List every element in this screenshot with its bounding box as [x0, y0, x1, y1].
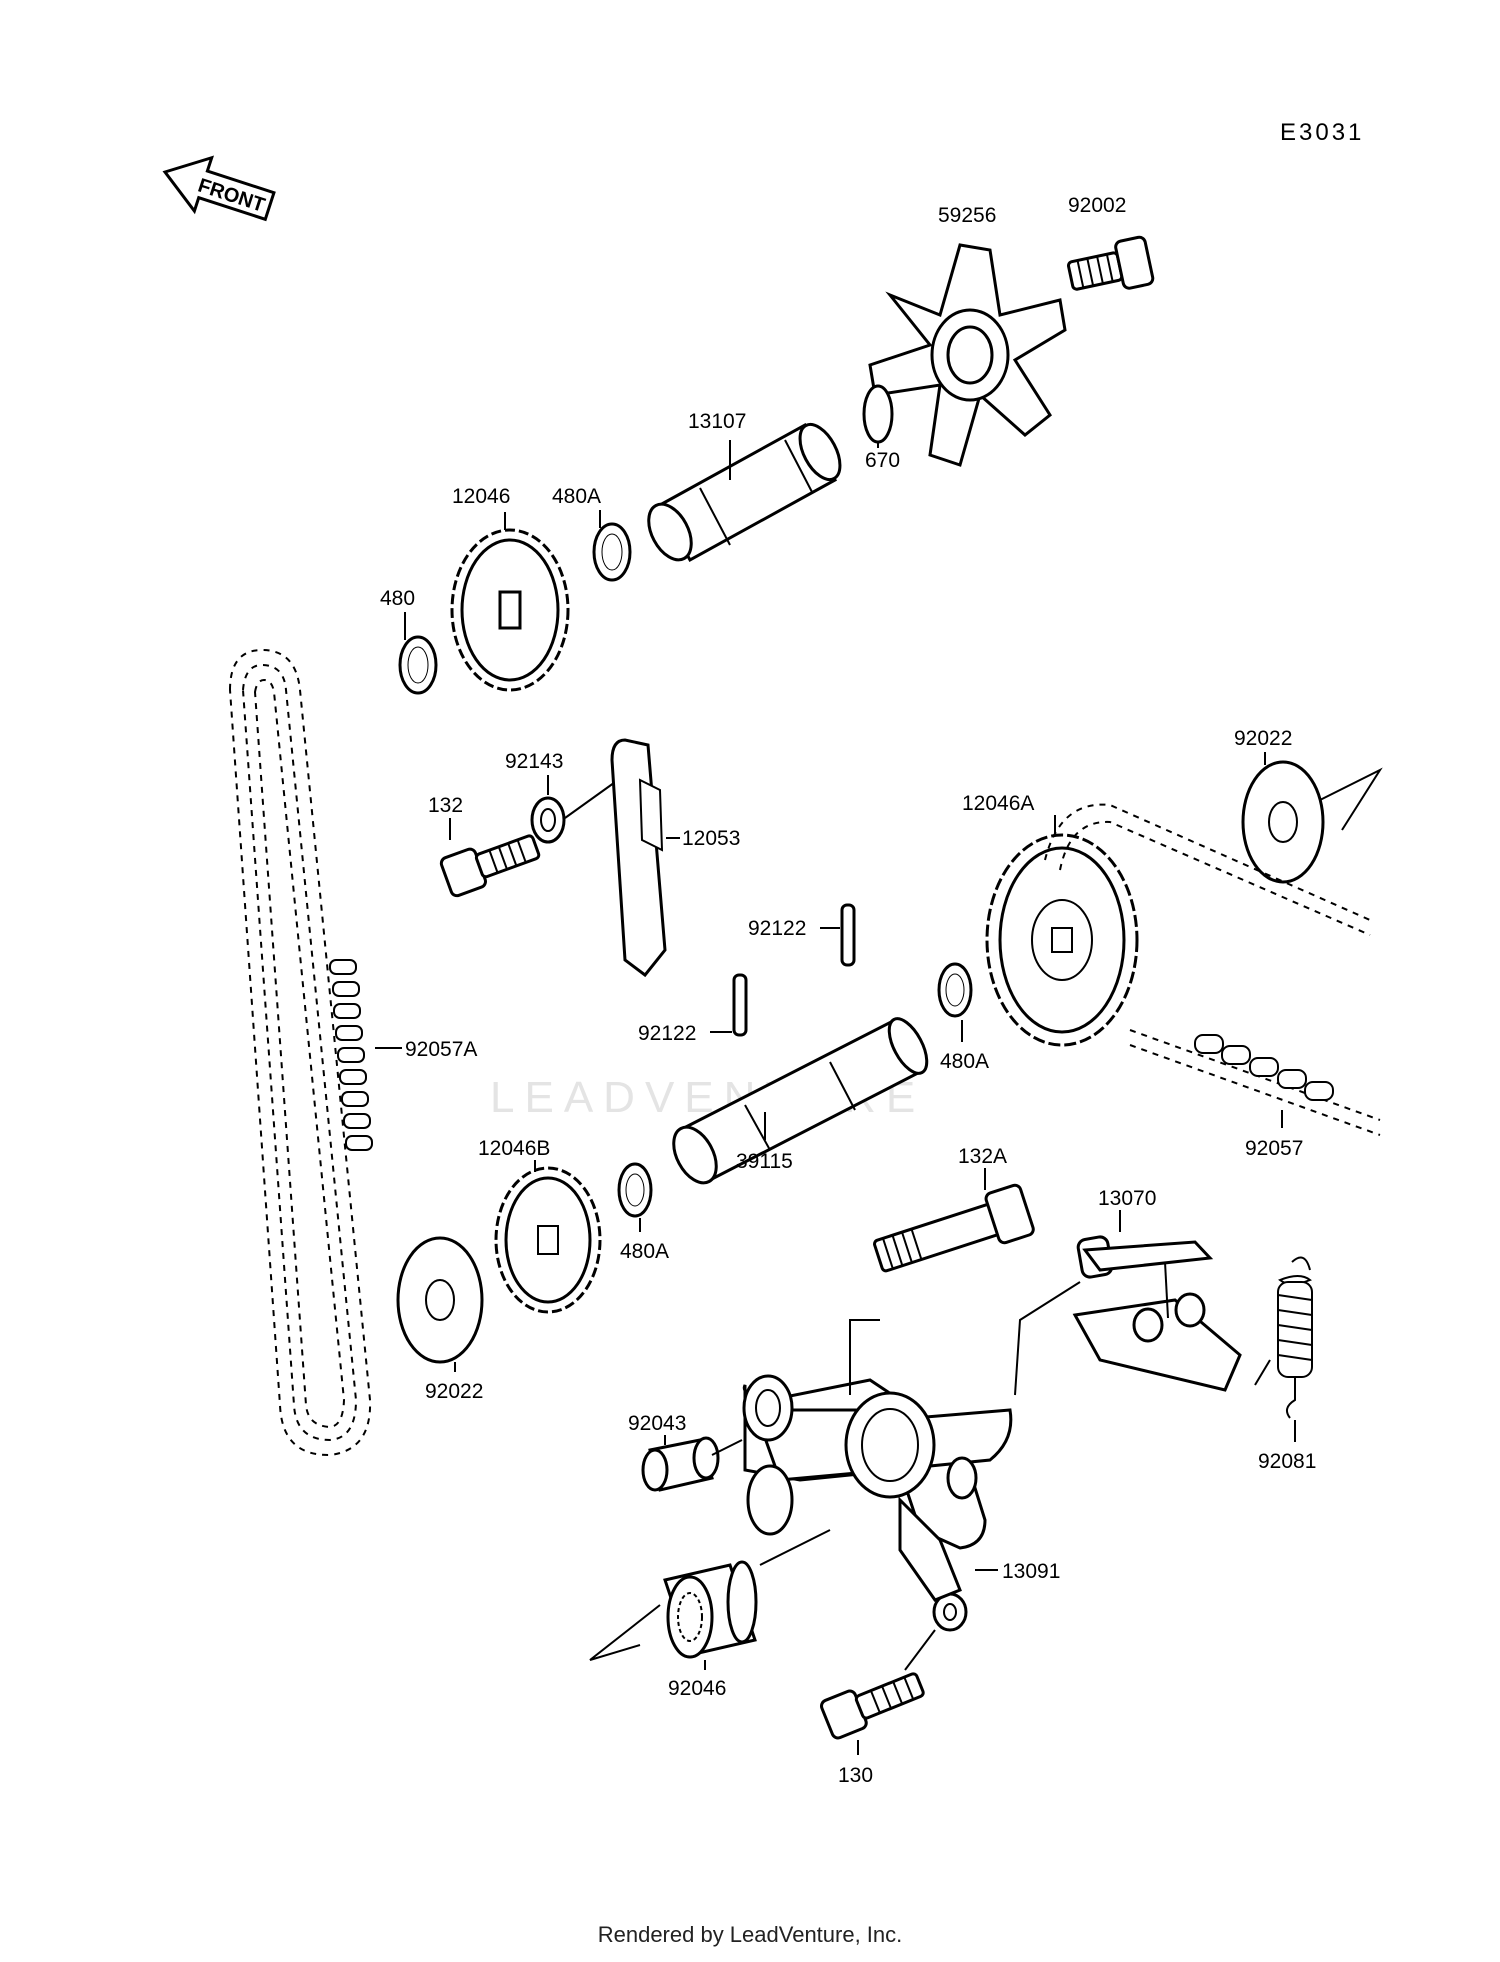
- bolt-132: [439, 834, 541, 898]
- fan-impeller-59256: [868, 243, 1067, 467]
- bolt-92002: [1066, 235, 1155, 291]
- label-92122-lower: 92122: [638, 1022, 696, 1045]
- sprocket-12046: [450, 528, 570, 692]
- pin-92122-lower: [732, 973, 748, 1037]
- label-39115: 39115: [736, 1150, 793, 1173]
- label-13107: 13107: [688, 410, 746, 433]
- label-92022-right: 92022: [1234, 727, 1292, 750]
- front-arrow-icon: FRONT: [162, 155, 276, 222]
- shaft-39115: [672, 1017, 929, 1185]
- label-92081: 92081: [1258, 1450, 1316, 1473]
- circlip-480A-mid: [937, 962, 973, 1018]
- label-12046: 12046: [452, 485, 510, 508]
- washer-92022-left: [396, 1236, 484, 1364]
- label-13070: 13070: [1098, 1187, 1156, 1210]
- footer-credit: Rendered by LeadVenture, Inc.: [597, 1922, 903, 1947]
- label-12046A: 12046A: [962, 792, 1034, 815]
- sprocket-12046B: [494, 1166, 602, 1314]
- label-92002: 92002: [1068, 194, 1126, 217]
- diagram-code: E3031: [1280, 119, 1364, 146]
- label-92057: 92057: [1245, 1137, 1303, 1160]
- label-59256: 59256: [938, 204, 996, 227]
- label-480: 480: [380, 587, 415, 610]
- label-92057A: 92057A: [405, 1038, 477, 1061]
- circlip-480: [398, 635, 438, 695]
- tensioner-guide-12053: [610, 738, 667, 978]
- o-ring-670: [862, 384, 894, 444]
- chain-link-92057: [1194, 1034, 1334, 1101]
- label-12053: 12053: [682, 827, 740, 850]
- label-92043: 92043: [628, 1412, 686, 1435]
- label-92022-left: 92022: [425, 1380, 483, 1403]
- label-130: 130: [838, 1764, 873, 1787]
- label-480A-mid: 480A: [940, 1050, 989, 1073]
- tensioner-arm-13091: [742, 1374, 1013, 1632]
- label-132: 132: [428, 794, 463, 817]
- washer-92143: [530, 796, 566, 844]
- bushing-92043: [641, 1436, 720, 1492]
- label-13091: 13091: [1002, 1560, 1060, 1583]
- label-132A: 132A: [958, 1145, 1007, 1168]
- bolt-132A: [873, 1183, 1035, 1273]
- label-92122-upper: 92122: [748, 917, 806, 940]
- bolt-130: [820, 1672, 925, 1740]
- label-92046: 92046: [668, 1677, 726, 1700]
- spring-92081: [1277, 1256, 1313, 1419]
- label-480A-low: 480A: [620, 1240, 669, 1263]
- chain-link-92057A: [329, 959, 373, 1151]
- label-12046B: 12046B: [478, 1137, 550, 1160]
- chain-loop: [228, 648, 372, 1457]
- pin-92122-upper: [840, 903, 856, 967]
- circlip-480A-low: [617, 1162, 653, 1218]
- label-92143: 92143: [505, 750, 563, 773]
- sprocket-12046A: [985, 833, 1139, 1047]
- circlip-480A-top: [592, 522, 632, 582]
- shaft-13107: [647, 422, 842, 563]
- slider-13070: [1072, 1235, 1242, 1392]
- label-670: 670: [865, 449, 900, 472]
- needle-bearing-92046: [663, 1560, 758, 1659]
- label-480A-top: 480A: [552, 485, 601, 508]
- washer-92022-right: [1241, 760, 1325, 884]
